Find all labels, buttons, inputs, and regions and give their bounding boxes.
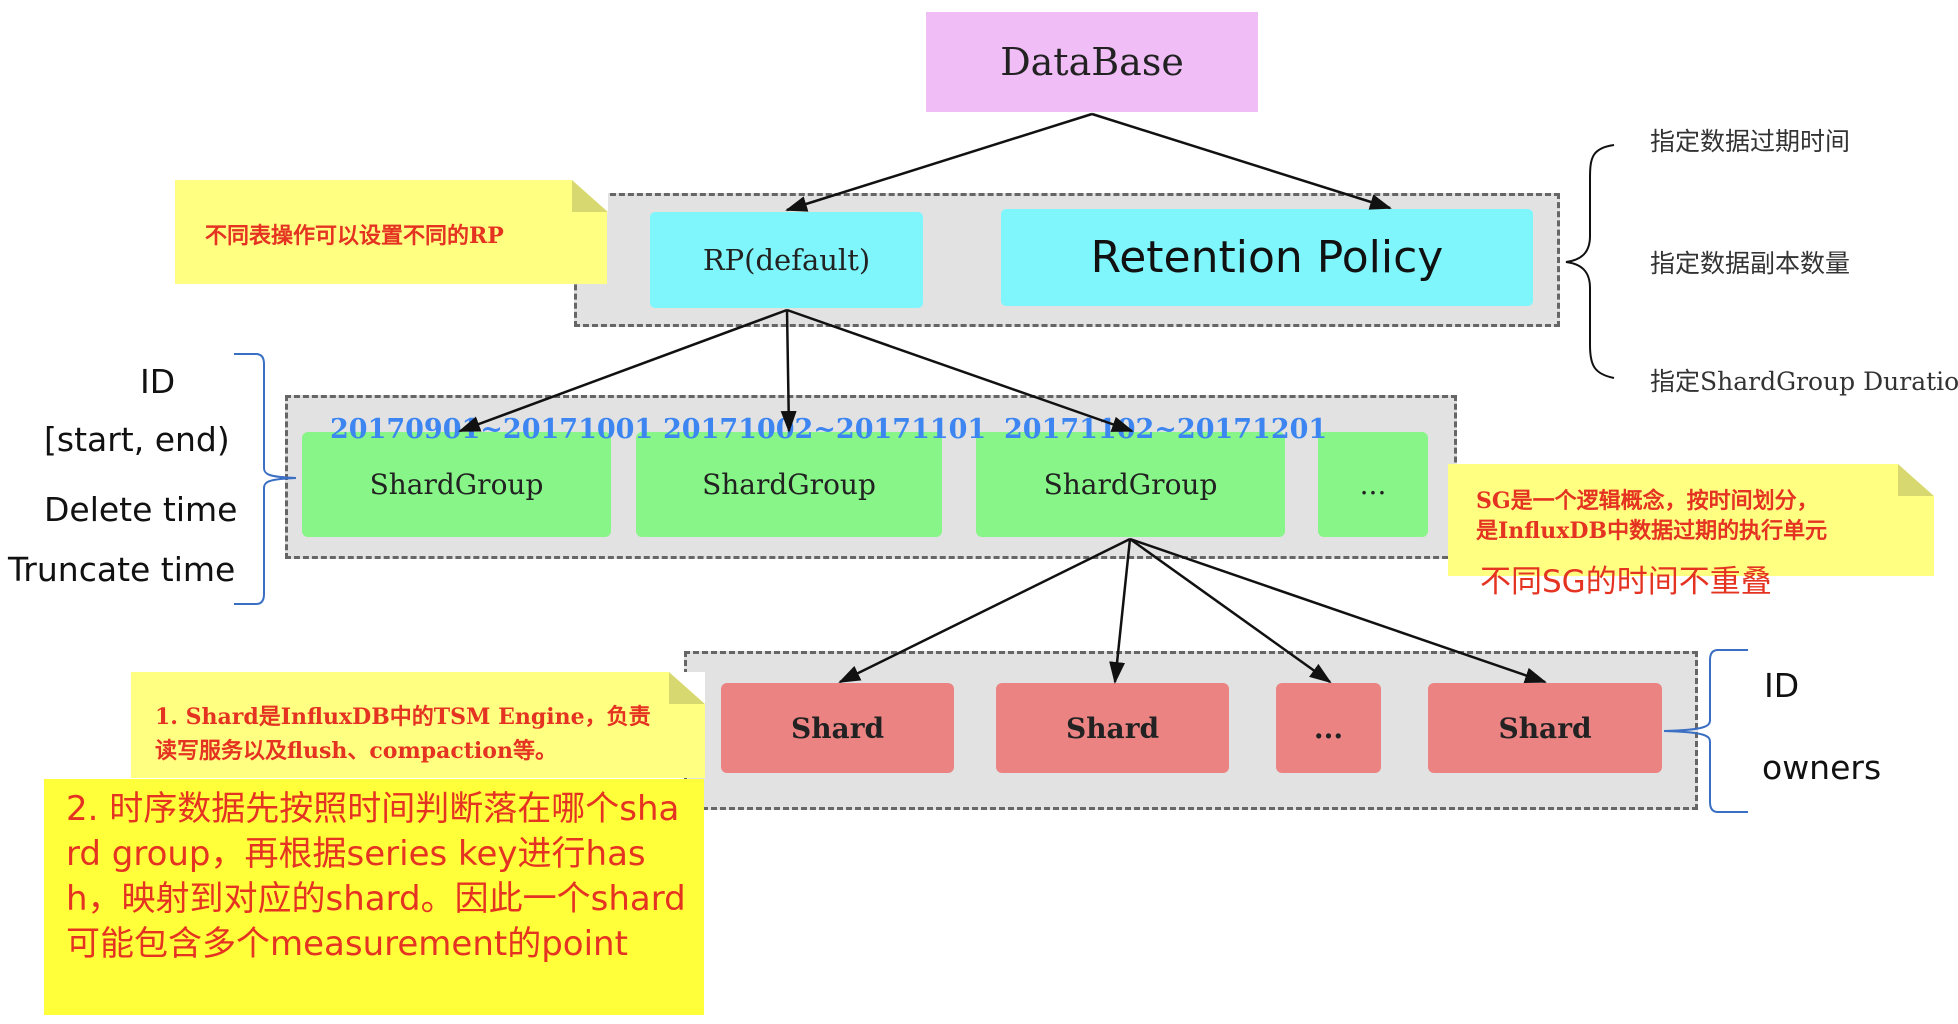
- rp-note: 不同表操作可以设置不同的RP: [175, 180, 607, 284]
- shard-group-note-fold-icon: [1898, 464, 1934, 496]
- shard-node-3: Shard: [1428, 683, 1662, 773]
- shard-group-note-line2: 是InfluxDB中数据过期的执行单元: [1476, 518, 1828, 544]
- rp-note-fold-icon: [572, 180, 608, 212]
- shard-group-node-2: ShardGroup: [636, 432, 942, 537]
- database-node: DataBase: [926, 12, 1258, 112]
- shard-attr-id: ID: [1764, 666, 1800, 705]
- shard-attributes-brace: [1663, 649, 1748, 813]
- shard-group-note-line3: 不同SG的时间不重叠: [1480, 564, 1772, 600]
- shard-note-1: 1. Shard是InfluxDB中的TSM Engine，负责 读写服务以及f…: [131, 672, 705, 778]
- shard-group-node-more: ...: [1318, 432, 1428, 537]
- shard-node-more: ...: [1276, 683, 1381, 773]
- sg-attr-truncate-time: Truncate time: [8, 550, 236, 589]
- rp-attr-replica: 指定数据副本数量: [1650, 249, 1851, 278]
- shard-node-1: Shard: [721, 683, 954, 773]
- rp-default-node: RP(default): [650, 212, 923, 308]
- shard-group-node-3: ShardGroup: [976, 432, 1285, 537]
- rp-note-text: 不同表操作可以设置不同的RP: [205, 223, 504, 249]
- arrow-db-to-rp: [785, 112, 1093, 212]
- shard-group-node-1: ShardGroup: [302, 432, 611, 537]
- shard-note-2: 2. 时序数据先按照时间判断落在哪个shard group，再根据series …: [44, 779, 704, 1015]
- sg-attr-delete-time: Delete time: [44, 490, 238, 529]
- sg-attr-id: ID: [140, 362, 176, 401]
- shard-attr-owners: owners: [1762, 748, 1882, 787]
- retention-attributes-brace: [1565, 144, 1615, 379]
- arrow-sg3-to-shard1: [838, 537, 1131, 684]
- rp-attr-duration: 指定ShardGroup Duration: [1650, 367, 1958, 396]
- shard-note-1-fold-icon: [669, 672, 705, 704]
- shard-group-range-3: 20171102~20171201: [1004, 414, 1328, 445]
- shard-group-attributes-brace: [234, 353, 297, 605]
- arrow-rp-to-sg1: [458, 308, 788, 433]
- retention-policy-node: Retention Policy: [1001, 209, 1533, 306]
- arrow-sg3-to-shard2: [1109, 538, 1132, 684]
- sg-attr-range: [start, end): [44, 420, 230, 459]
- shard-note-2-text: 2. 时序数据先按照时间判断落在哪个shard group，再根据series …: [66, 789, 686, 964]
- shard-group-note-line1: SG是一个逻辑概念，按时间划分，: [1476, 488, 1819, 514]
- arrow-db-to-policy: [1091, 112, 1392, 210]
- arrow-sg3-to-shard3: [1129, 537, 1547, 684]
- shard-group-note: SG是一个逻辑概念，按时间划分， 是InfluxDB中数据过期的执行单元: [1448, 464, 1934, 576]
- shard-note-1-line1: 1. Shard是InfluxDB中的TSM Engine，负责: [155, 704, 651, 730]
- shard-group-range-2: 20171002~20171101: [663, 414, 987, 445]
- shard-note-1-line2: 读写服务以及flush、compaction等。: [155, 738, 557, 764]
- rp-attr-expire: 指定数据过期时间: [1650, 127, 1851, 156]
- shard-node-2: Shard: [996, 683, 1229, 773]
- arrow-rp-to-sg2: [780, 309, 797, 433]
- arrow-rp-to-sg3: [786, 308, 1134, 433]
- arrow-sg3-to-shardmore: [1129, 537, 1332, 684]
